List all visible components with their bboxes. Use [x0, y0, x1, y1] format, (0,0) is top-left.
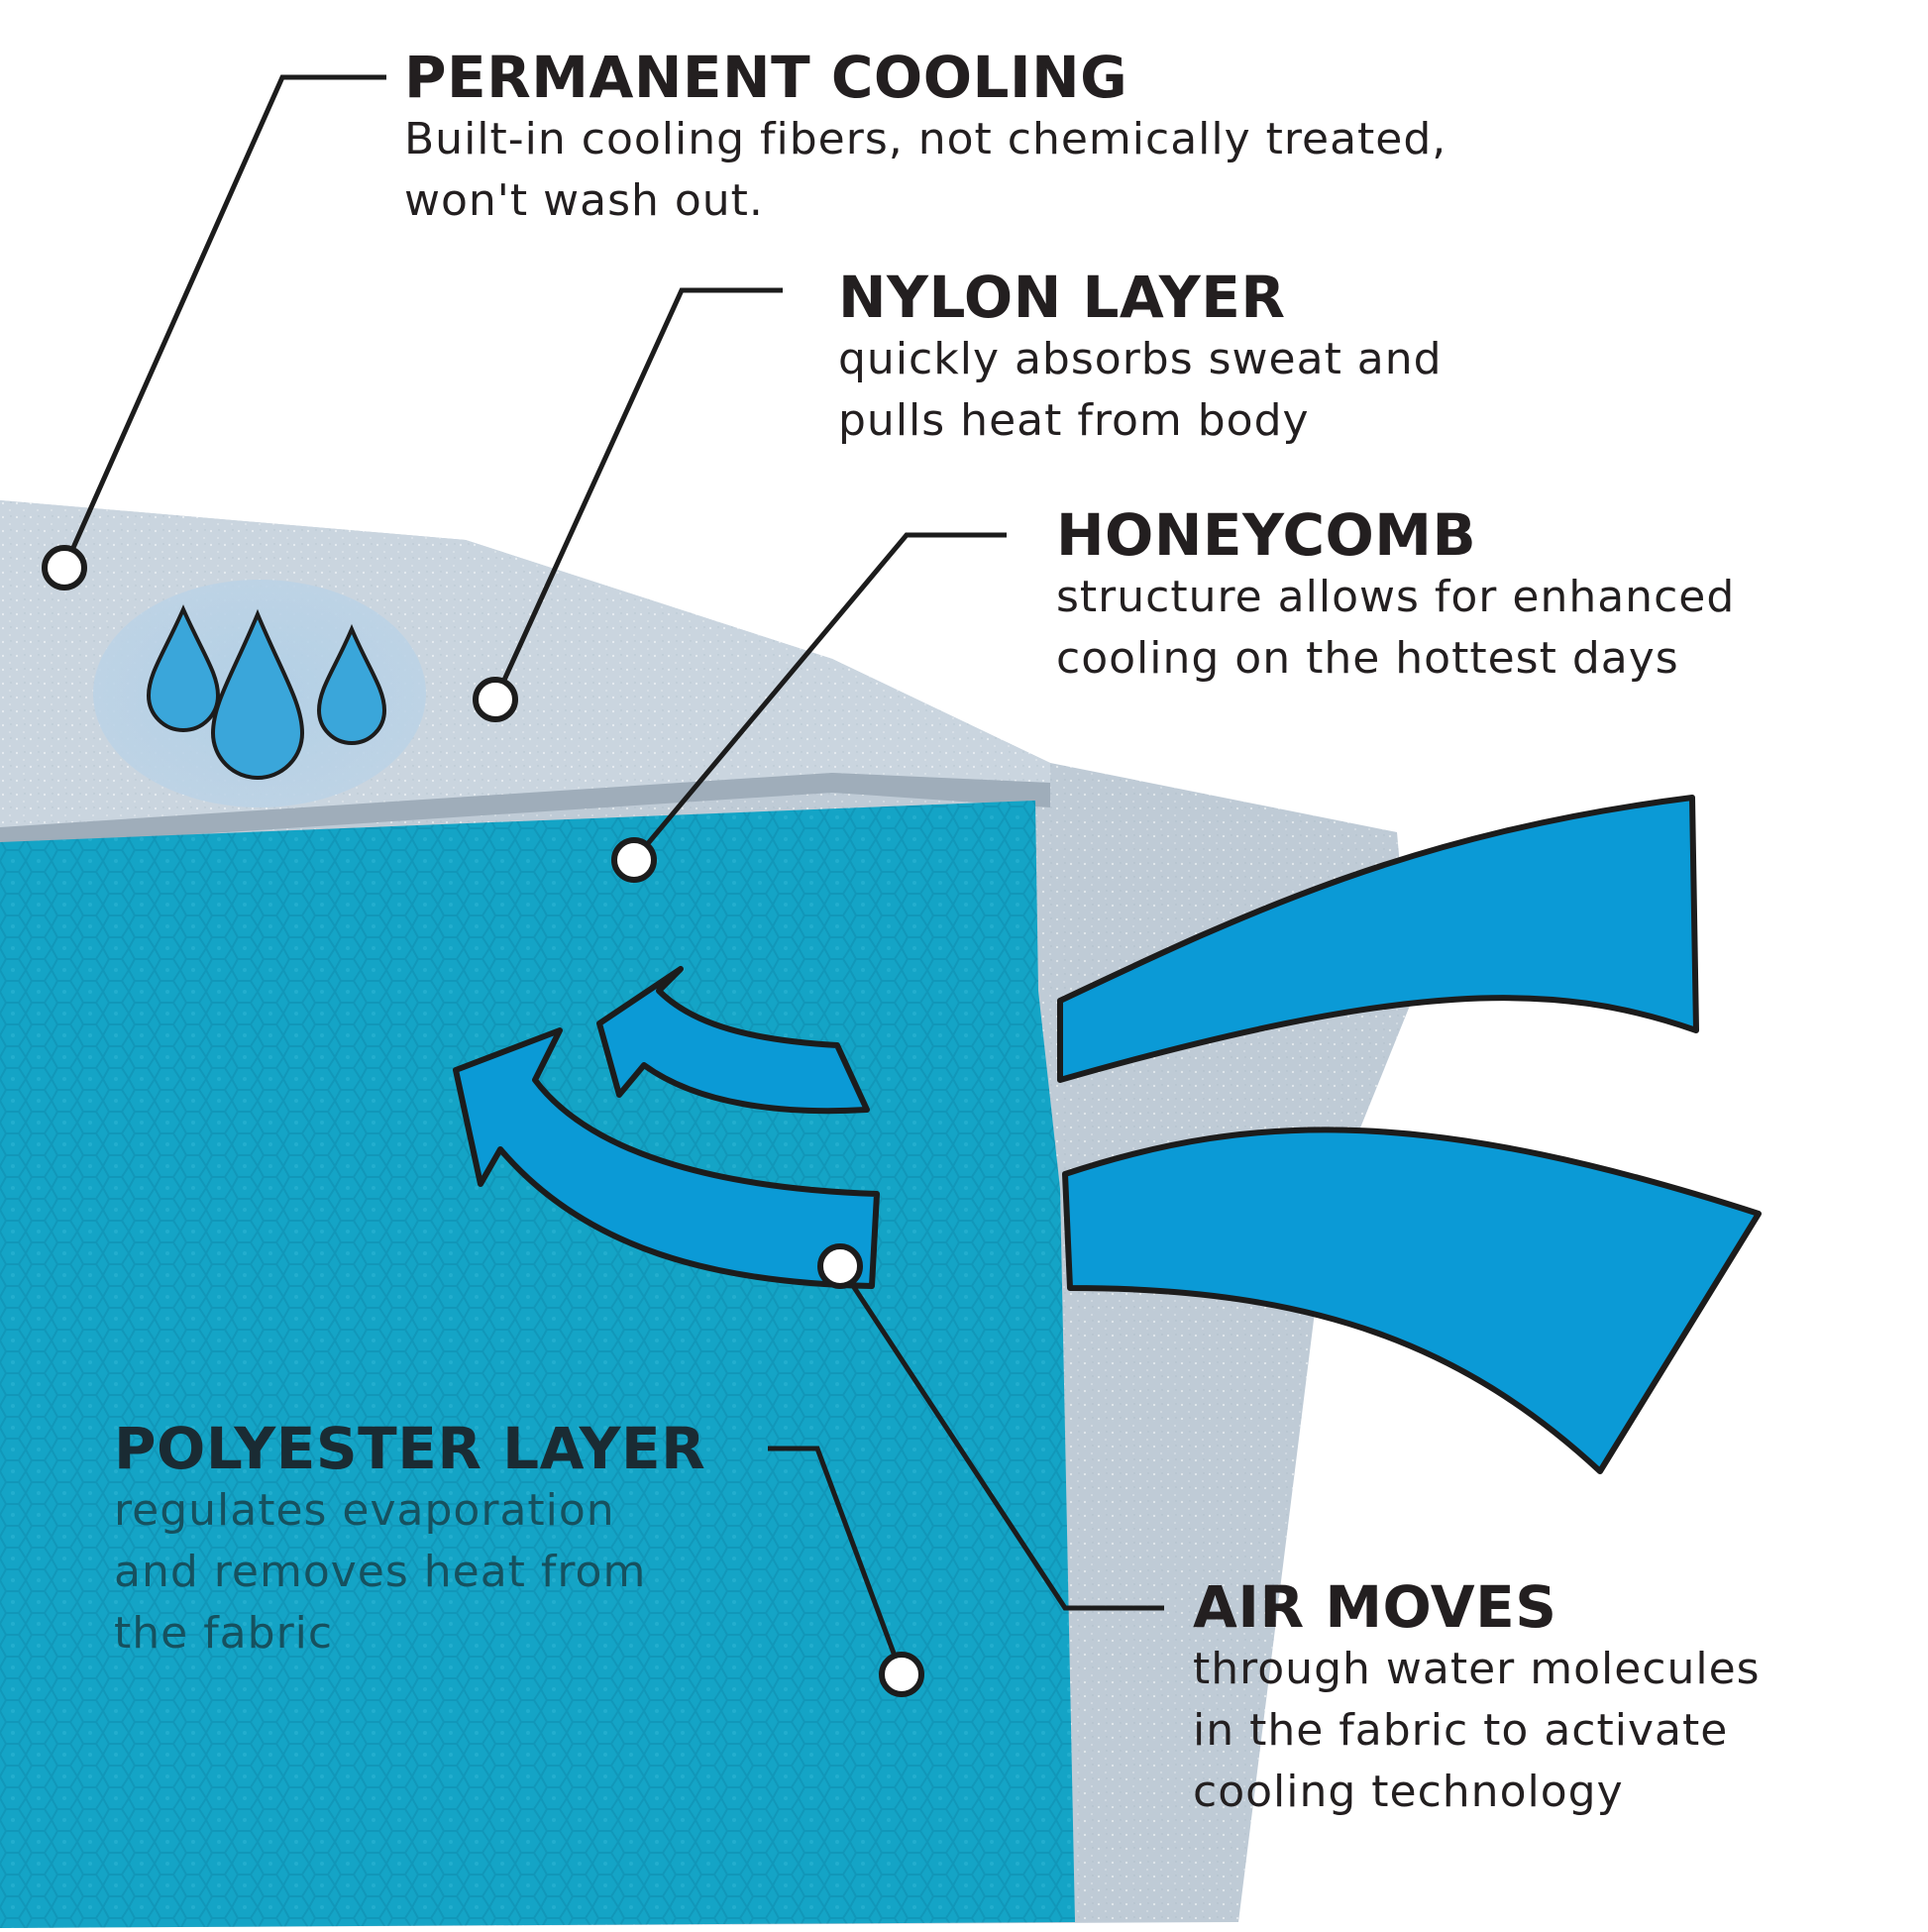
polyester-inner-fabric [0, 801, 1075, 1928]
label-title: HONEYCOMB [1056, 501, 1477, 569]
label-title: NYLON LAYER [838, 264, 1286, 331]
airflow-arrow-upper [596, 966, 870, 1115]
label-description: Built-in cooling fibers, not chemically … [404, 114, 1447, 164]
callout-dot-icon [611, 837, 657, 883]
leader-nylon-layer [492, 287, 783, 701]
label-description: won't wash out. [404, 175, 764, 226]
label-title: AIR MOVES [1193, 1573, 1557, 1641]
label-permanent-cooling: PERMANENT COOLING Built-in cooling fiber… [404, 46, 1446, 232]
leader-air-moves [837, 1264, 1164, 1611]
label-description: pulls heat from body [838, 395, 1310, 446]
label-description: and removes heat from [114, 1547, 647, 1597]
label-description: cooling on the hottest days [1056, 633, 1679, 684]
water-droplets-icon [93, 580, 426, 807]
label-description: in the fabric to activate [1193, 1705, 1729, 1756]
callout-dot-icon [879, 1652, 924, 1697]
callout-dot-icon [473, 677, 518, 722]
label-description: quickly absorbs sweat and [838, 334, 1443, 384]
leader-honeycomb [632, 532, 1007, 862]
leader-polyester-layer [768, 1446, 905, 1675]
label-title: POLYESTER LAYER [114, 1415, 706, 1482]
label-description: through water molecules [1193, 1644, 1761, 1694]
label-nylon-layer: NYLON LAYER quickly absorbs sweat and pu… [838, 266, 1443, 452]
label-description: regulates evaporation [114, 1485, 615, 1536]
airflow-arrows [453, 795, 1762, 1474]
leader-permanent-cooling [61, 74, 386, 570]
callout-dot-icon [42, 545, 87, 590]
airflow-arrow-lower [453, 1027, 880, 1289]
label-description: structure allows for enhanced [1056, 572, 1736, 622]
label-air-moves: AIR MOVES through water molecules in the… [1193, 1575, 1761, 1823]
label-polyester-layer: POLYESTER LAYER regulates evaporation an… [114, 1417, 705, 1664]
label-honeycomb: HONEYCOMB structure allows for enhanced … [1056, 503, 1735, 690]
callout-dot-icon [817, 1243, 863, 1289]
callout-markers [42, 545, 924, 1697]
airflow-band-upper [1057, 795, 1699, 1083]
label-description: the fabric [114, 1608, 334, 1659]
label-title: PERMANENT COOLING [404, 44, 1128, 111]
callout-lines [61, 74, 1164, 1675]
airflow-band-lower [1062, 1127, 1762, 1474]
label-description: cooling technology [1193, 1767, 1624, 1817]
